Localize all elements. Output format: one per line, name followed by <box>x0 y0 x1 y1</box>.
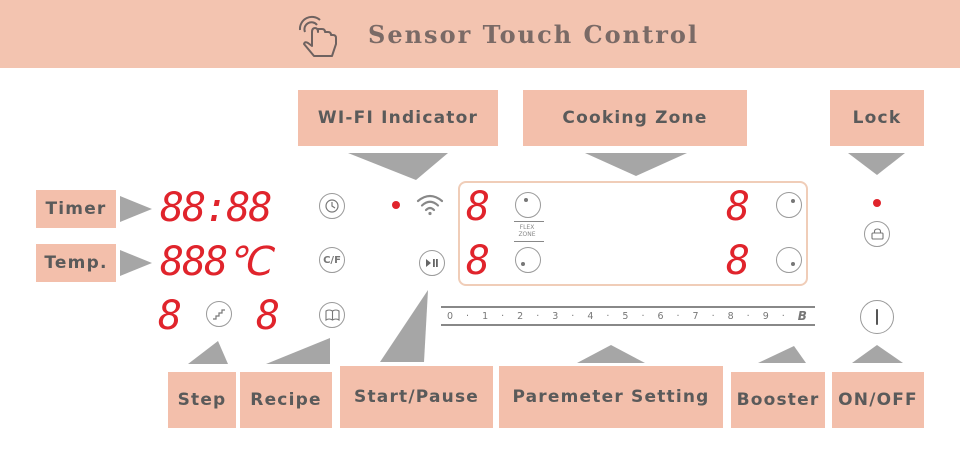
slider-sep: · <box>746 310 750 322</box>
cooking-zone-panel <box>458 181 808 286</box>
slider-tick[interactable]: 4 <box>587 310 594 322</box>
arrow-cooking-zone <box>585 153 687 176</box>
label-on-off: ON/OFF <box>832 372 924 428</box>
label-lock: Lock <box>830 90 924 146</box>
zone-display-bottom-left: 8 <box>466 238 491 284</box>
arrow-start-pause <box>380 290 428 362</box>
label-start-pause: Start/Pause <box>340 366 493 428</box>
booster-tick[interactable]: B <box>797 309 807 323</box>
arrow-timer <box>120 196 152 222</box>
arrow-on-off <box>852 345 903 363</box>
label-wifi-indicator: WI-FI Indicator <box>298 90 498 146</box>
arrow-wifi <box>348 153 448 180</box>
slider-sep: · <box>501 310 505 322</box>
slider-sep: · <box>466 310 470 322</box>
step-display-right: 8 <box>256 293 281 339</box>
arrow-temp <box>120 250 152 276</box>
slider-bottom-line <box>441 324 815 326</box>
temp-display: 888℃ <box>160 239 271 285</box>
slider-tick[interactable]: 8 <box>727 310 734 322</box>
temp-unit-button[interactable]: C/F <box>319 247 345 273</box>
zone-button-top-right[interactable] <box>776 192 802 218</box>
touch-hand-icon <box>298 15 337 57</box>
slider-sep: · <box>536 310 540 322</box>
flex-zone-divider-bottom <box>514 241 544 243</box>
label-temp: Temp. <box>36 244 116 282</box>
slider-tick[interactable]: 0 <box>447 310 454 322</box>
slider-tick[interactable]: 5 <box>622 310 629 322</box>
slider-sep: · <box>606 310 610 322</box>
zone-dot-icon <box>791 199 795 203</box>
step-display-left: 8 <box>158 293 183 339</box>
slider-tick[interactable]: 6 <box>657 310 664 322</box>
slider-tick[interactable]: 2 <box>517 310 524 322</box>
timer-button[interactable] <box>319 193 345 219</box>
step-button[interactable] <box>206 301 232 327</box>
label-booster: Booster <box>731 372 825 428</box>
start-pause-button[interactable] <box>419 250 445 276</box>
power-button[interactable] <box>860 300 894 334</box>
slider-tick[interactable]: 7 <box>692 310 699 322</box>
arrow-lock <box>848 153 905 175</box>
slider-top-line <box>441 306 815 308</box>
cf-icon: C/F <box>323 254 341 266</box>
flex-zone-line1: FLEX <box>519 224 535 231</box>
label-cooking-zone: Cooking Zone <box>523 90 747 146</box>
header-banner: Sensor Touch Control <box>0 0 960 68</box>
lock-indicator-light <box>873 199 881 207</box>
lock-button[interactable] <box>864 221 890 247</box>
arrow-booster <box>758 346 806 363</box>
slider-sep: · <box>676 310 680 322</box>
slider-tick[interactable]: 3 <box>552 310 559 322</box>
wifi-indicator-light <box>392 201 400 209</box>
slider-sep: · <box>571 310 575 322</box>
clock-icon <box>325 199 339 213</box>
slider-sep: · <box>641 310 645 322</box>
timer-display: 88:88 <box>160 185 272 231</box>
zone-dot-icon <box>521 262 525 266</box>
flex-zone-divider-top <box>514 221 544 223</box>
stairs-icon <box>213 309 225 320</box>
arrow-parameter <box>577 345 645 363</box>
lock-icon <box>870 228 884 240</box>
label-timer: Timer <box>36 190 116 228</box>
zone-display-top-right: 8 <box>726 184 751 230</box>
power-icon <box>876 309 878 325</box>
slider-sep: · <box>711 310 715 322</box>
zone-dot-icon <box>524 198 528 202</box>
arrow-step <box>188 341 228 364</box>
zone-display-top-left: 8 <box>466 184 491 230</box>
label-parameter-setting: Paremeter Setting <box>499 366 723 428</box>
zone-button-bottom-left[interactable] <box>515 247 541 273</box>
slider-sep: · <box>781 310 785 322</box>
temp-value: 888 <box>160 239 228 285</box>
label-step: Step <box>168 372 236 428</box>
play-pause-icon <box>426 259 438 267</box>
slider-tick[interactable]: 9 <box>762 310 769 322</box>
zone-button-bottom-right[interactable] <box>776 247 802 273</box>
recipe-button[interactable] <box>319 302 345 328</box>
page-title: Sensor Touch Control <box>368 20 699 49</box>
slider-tick[interactable]: 1 <box>482 310 489 322</box>
zone-dot-icon <box>791 262 795 266</box>
book-icon <box>324 309 340 322</box>
wifi-icon <box>416 194 444 216</box>
temp-unit: ℃ <box>226 239 271 285</box>
flex-zone-line2: ZONE <box>518 231 536 238</box>
zone-button-top-left[interactable] <box>515 192 541 218</box>
arrow-recipe <box>266 338 330 364</box>
zone-display-bottom-right: 8 <box>726 238 751 284</box>
label-recipe: Recipe <box>240 372 332 428</box>
power-slider[interactable]: 0 · 1 · 2 · 3 · 4 · 5 · 6 · 7 · 8 · 9 · B <box>447 309 807 323</box>
